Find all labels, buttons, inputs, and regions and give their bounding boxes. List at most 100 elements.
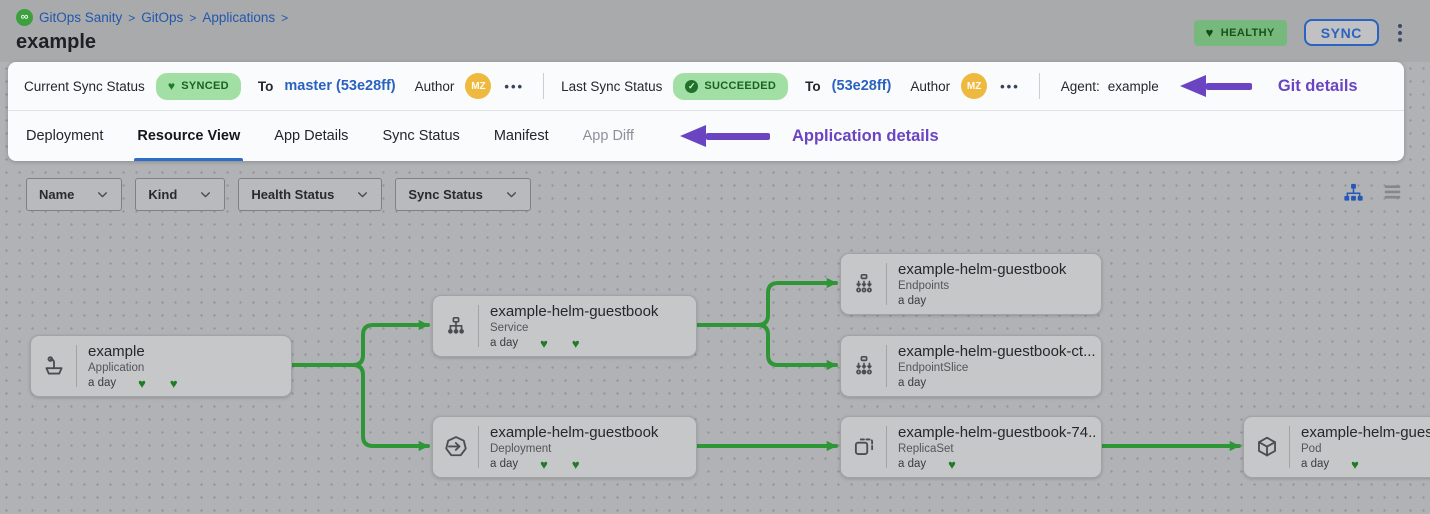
divider: [886, 345, 887, 387]
tab-manifest[interactable]: Manifest: [493, 128, 549, 144]
divider: [886, 263, 887, 305]
resource-age: a day♥♥: [490, 335, 580, 351]
heart-icon: ♥: [1351, 456, 1359, 472]
check-circle-icon: ✓: [685, 79, 699, 93]
replicaset-icon: [841, 417, 886, 477]
succeeded-badge: ✓ SUCCEEDED: [673, 72, 789, 100]
resource-name: example-helm-guestbook: [490, 302, 659, 320]
heart-icon: ♥: [167, 79, 176, 93]
divider: [886, 426, 887, 468]
resource-kind: ReplicaSet: [898, 442, 954, 455]
author-label: Author: [414, 78, 455, 94]
resource-node-replicaset[interactable]: example-helm-guestbook-74... ReplicaSet …: [840, 416, 1102, 478]
to-label: To: [805, 78, 821, 94]
breadcrumb-separator: >: [128, 10, 136, 25]
resource-kind: Endpoints: [898, 280, 950, 292]
resource-name: example-helm-guestbook-74...: [898, 423, 1095, 441]
resource-name: example-helm-guestbook: [898, 261, 1067, 278]
resource-name: example-helm-guestbook: [490, 423, 659, 441]
resource-kind: Deployment: [490, 442, 552, 455]
resource-age: a day: [898, 295, 927, 307]
current-revision-link[interactable]: master (53e28ff): [284, 78, 396, 94]
author-avatar: MZ: [465, 73, 492, 99]
heart-icon: ♥: [169, 375, 178, 391]
filter-health-status[interactable]: Health Status: [238, 178, 383, 211]
tab-sync-status[interactable]: Sync Status: [382, 128, 460, 144]
heart-icon: ♥: [1205, 25, 1214, 40]
health-status-badge: ♥ HEALTHY: [1193, 19, 1287, 46]
breadcrumb-separator: >: [281, 10, 289, 25]
tab-resource-view[interactable]: Resource View: [134, 111, 244, 161]
deployment-icon: [433, 417, 478, 477]
endpoints-icon: [841, 254, 886, 314]
heart-icon: ♥: [571, 456, 580, 472]
heart-icon: ♥: [138, 375, 146, 391]
application-details-label: Application details: [791, 126, 939, 145]
tree-edge: [288, 363, 430, 452]
heart-icon: ♥: [540, 335, 548, 351]
gitops-logo-icon: ∞: [16, 9, 33, 26]
tree-edge: [288, 319, 430, 367]
resource-age: a day♥: [1301, 456, 1359, 472]
chevron-down-icon: [505, 188, 518, 201]
page-title: example: [16, 31, 97, 53]
chevron-down-icon: [96, 188, 109, 201]
tab-app-diff[interactable]: App Diff: [582, 128, 634, 144]
heart-icon: ♥: [948, 456, 956, 472]
to-label: To: [257, 78, 274, 94]
author-avatar: MZ: [961, 73, 988, 99]
breadcrumb-link[interactable]: GitOps Sanity: [39, 10, 123, 25]
resource-age: a day♥: [898, 456, 956, 472]
breadcrumb-link[interactable]: GitOps: [141, 10, 184, 25]
resource-name: example: [88, 342, 145, 360]
page-header: ∞GitOps Sanity>GitOps>Applications> exam…: [0, 0, 1430, 62]
divider: [543, 73, 545, 99]
sync-status-bar: Current Sync Status ♥ SYNCED To master (…: [8, 62, 1404, 111]
agent-label: Agent:: [1060, 78, 1100, 94]
health-status-label: HEALTHY: [1220, 26, 1275, 39]
git-details-annotation: Git details: [1179, 75, 1358, 97]
resource-age: a day♥♥: [490, 456, 580, 472]
resource-node-pod[interactable]: example-helm-guest Pod a day♥: [1243, 416, 1430, 478]
resource-node-endpoints[interactable]: example-helm-guestbook Endpoints a day: [840, 253, 1102, 315]
tab-bar: Deployment Resource View App Details Sync S…: [8, 111, 1404, 161]
resource-node-application[interactable]: example Application a day♥♥: [30, 335, 292, 397]
resource-name: example-helm-guest: [1301, 423, 1430, 441]
more-options-icon[interactable]: •••: [1000, 78, 1020, 94]
resource-node-endpointslice[interactable]: example-helm-guestbook-ct... EndpointSli…: [840, 335, 1102, 397]
divider: [76, 345, 77, 387]
filter-sync-status[interactable]: Sync Status: [395, 178, 531, 211]
current-sync-label: Current Sync Status: [24, 78, 145, 94]
resource-kind: Application: [88, 361, 145, 374]
last-revision-link[interactable]: (53e28ff): [831, 78, 892, 94]
divider: [1289, 426, 1290, 468]
tab-app-details[interactable]: App Details: [274, 128, 349, 144]
list-view-icon[interactable]: [1381, 181, 1404, 204]
arrow-left-icon: [679, 125, 706, 147]
agent-value: example: [1107, 78, 1159, 94]
app-details-card: Current Sync Status ♥ SYNCED To master (…: [8, 62, 1404, 161]
filter-name[interactable]: Name: [26, 178, 123, 211]
resource-node-deployment[interactable]: example-helm-guestbook Deployment a day♥…: [432, 416, 697, 478]
service-icon: [433, 296, 478, 356]
filter-bar: Name Kind Health Status Sync Status: [26, 178, 531, 211]
author-label: Author: [910, 78, 951, 94]
view-toggles: [1342, 181, 1404, 204]
succeeded-badge-label: SUCCEEDED: [704, 80, 777, 92]
resource-kind: EndpointSlice: [898, 362, 969, 374]
graph-view-icon[interactable]: [1342, 181, 1365, 204]
heart-icon: ♥: [540, 456, 548, 472]
synced-badge: ♥ SYNCED: [155, 72, 241, 100]
heart-icon: ♥: [571, 335, 580, 351]
kebab-menu-icon[interactable]: [1396, 20, 1404, 46]
more-options-icon[interactable]: •••: [504, 78, 525, 94]
divider: [1038, 73, 1040, 99]
resource-node-service[interactable]: example-helm-guestbook Service a day♥♥: [432, 295, 697, 357]
sync-button[interactable]: SYNC: [1303, 19, 1379, 46]
tree-edge: [693, 277, 838, 327]
divider: [478, 305, 479, 347]
filter-kind[interactable]: Kind: [135, 178, 226, 211]
breadcrumb-link[interactable]: Applications: [202, 10, 276, 25]
tab-deployment[interactable]: Deployment: [26, 128, 104, 144]
